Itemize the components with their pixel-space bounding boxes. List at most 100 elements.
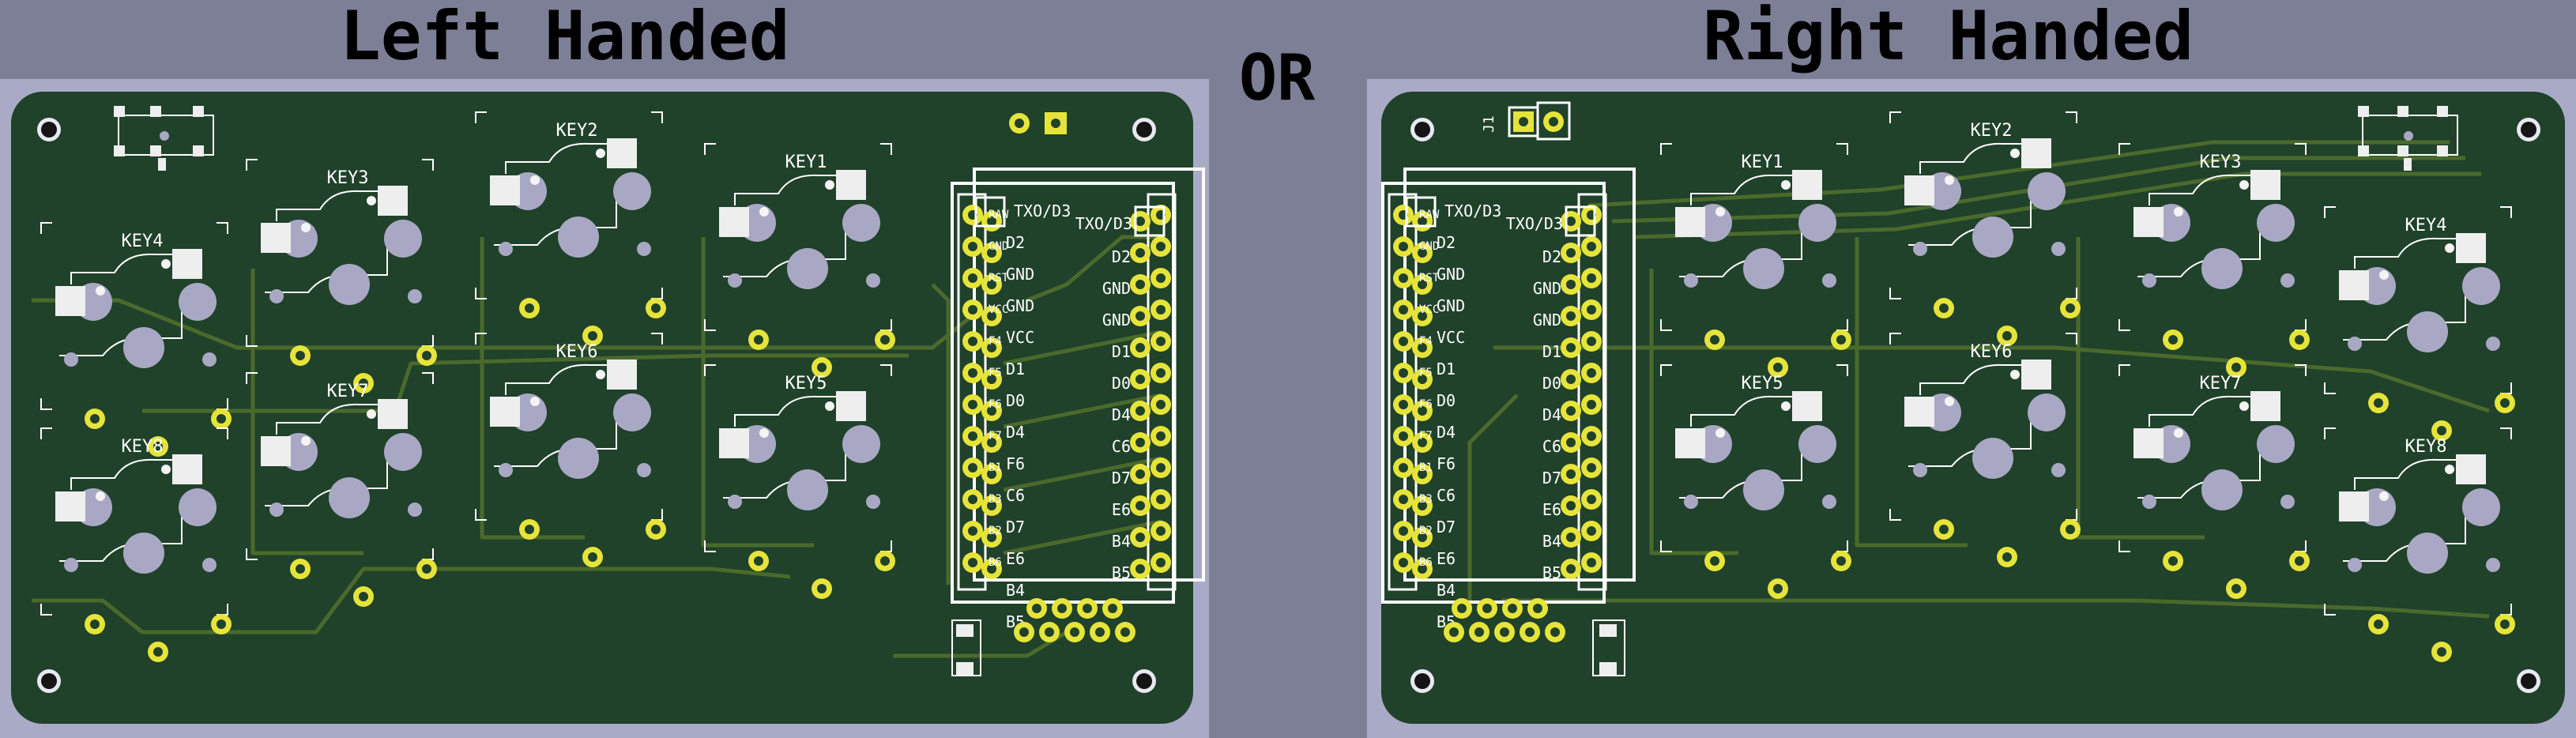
mcu-pin-label-small: F5 xyxy=(1419,367,1433,379)
trrs-pin xyxy=(1102,598,1123,619)
diode-pad xyxy=(211,409,232,429)
key-switch-key8: KEY8 xyxy=(2324,427,2515,662)
pad-mark xyxy=(2010,370,2020,379)
mcu-pin-label-small: B3 xyxy=(989,493,1002,506)
pad-mark xyxy=(2445,465,2454,474)
mcu-pin-label: B4 xyxy=(1542,532,1561,551)
diode-pad xyxy=(748,551,769,571)
diode-pad xyxy=(2163,551,2183,571)
pad-drill xyxy=(1418,343,1427,352)
key-label: KEY8 xyxy=(122,437,164,457)
mcu-pin-label-small: B6 xyxy=(989,556,1002,569)
reset-button-pad xyxy=(1599,624,1617,637)
diode-pad xyxy=(416,559,437,579)
header-pin xyxy=(1151,236,1171,257)
mcu-pin-label-small: GND xyxy=(989,240,1008,253)
key-corner-mark xyxy=(475,509,487,521)
pad-drill xyxy=(296,351,305,360)
pad-drill xyxy=(1135,501,1145,510)
pad-drill xyxy=(359,378,368,388)
diode-pad xyxy=(748,329,769,350)
header-pin xyxy=(1151,268,1171,288)
reset-switch-pad xyxy=(150,106,161,117)
mcu-pin-label: VCC xyxy=(1006,328,1034,347)
pad-mark xyxy=(2010,149,2020,158)
key-corner-mark xyxy=(2324,206,2336,218)
reset-switch-pad xyxy=(2358,145,2369,156)
diode-pad xyxy=(646,298,666,318)
pad-drill xyxy=(1057,604,1067,613)
pad-drill xyxy=(1587,463,1596,473)
mcu-pin-label-small: VCC xyxy=(1419,303,1439,316)
pad-drill xyxy=(1135,406,1145,416)
switch-center-hole xyxy=(123,327,164,368)
key-outline xyxy=(276,403,388,435)
key-label: KEY3 xyxy=(2200,152,2242,172)
diode-pad xyxy=(1831,551,1851,571)
header-pin xyxy=(1151,331,1171,352)
mcu-pin-label-small: B1 xyxy=(989,461,1002,474)
trrs-pin xyxy=(1452,598,1472,619)
reset-switch-pad xyxy=(2404,158,2412,171)
key-label: KEY2 xyxy=(556,121,598,141)
pad-mark xyxy=(2445,243,2454,253)
switch-peg-hole xyxy=(64,558,78,572)
key-corner-mark xyxy=(704,319,716,331)
pad-drill xyxy=(1566,564,1576,574)
mounting-hole xyxy=(1136,122,1152,137)
pad-drill xyxy=(1587,368,1596,378)
diode-pad xyxy=(2431,420,2452,441)
pad-drill xyxy=(987,438,996,447)
mcu-pin-label: D1 xyxy=(1006,360,1025,378)
copper-trace xyxy=(1635,171,2481,239)
key-outline xyxy=(734,174,846,205)
copper-trace xyxy=(32,567,791,634)
key-outline xyxy=(2354,237,2466,269)
mcu-pin-label: C6 xyxy=(1542,437,1561,456)
diode-pad xyxy=(1934,298,1954,318)
mcu-pin-label: F6 xyxy=(1437,454,1456,473)
smd-pad xyxy=(836,170,866,200)
mcu-pin-label: GND xyxy=(1006,296,1034,315)
diode-pad xyxy=(2289,551,2310,571)
key-label: KEY7 xyxy=(2200,374,2242,393)
mcu-pin-label: D1 xyxy=(1542,342,1561,361)
pad-drill xyxy=(1836,556,1846,566)
diode-pad xyxy=(812,357,832,378)
key-corner-mark xyxy=(1889,288,1901,299)
header-pin xyxy=(1151,489,1171,510)
diode-pad xyxy=(148,436,168,457)
smd-pad xyxy=(719,207,749,237)
pad-drill xyxy=(217,414,226,424)
key-corner-mark xyxy=(2295,143,2307,155)
header-pin xyxy=(962,268,983,288)
header-pin xyxy=(962,521,983,541)
reset-switch-pad xyxy=(114,106,125,117)
pad-drill xyxy=(1482,604,1492,613)
mcu-pin-label-small: RAW xyxy=(989,209,1009,221)
reset-button-outline xyxy=(1592,619,1625,676)
pad-drill xyxy=(217,619,226,629)
header-pin xyxy=(1130,527,1151,548)
pad-drill xyxy=(987,217,996,226)
key-corner-mark xyxy=(217,427,228,439)
diode-pad xyxy=(290,559,311,579)
pad-drill xyxy=(588,552,597,562)
pad-drill xyxy=(1156,305,1166,314)
pad-drill xyxy=(1156,242,1166,251)
pad-drill xyxy=(968,337,977,346)
key-switch-key3: KEY3 xyxy=(246,159,437,393)
key-corner-mark xyxy=(1660,540,1672,552)
pad-drill xyxy=(1070,627,1079,637)
pad-drill xyxy=(2002,331,2012,341)
header-pin xyxy=(1581,331,1602,352)
mounting-hole xyxy=(1136,673,1152,689)
mounting-hole xyxy=(1414,673,1430,689)
pad-mark xyxy=(2174,428,2183,438)
pad-drill xyxy=(651,303,661,313)
mcu-pin-label: E6 xyxy=(1437,549,1456,568)
trrs-pin xyxy=(1545,622,1565,642)
key-corner-mark xyxy=(246,335,258,347)
pad-drill xyxy=(1135,469,1145,479)
